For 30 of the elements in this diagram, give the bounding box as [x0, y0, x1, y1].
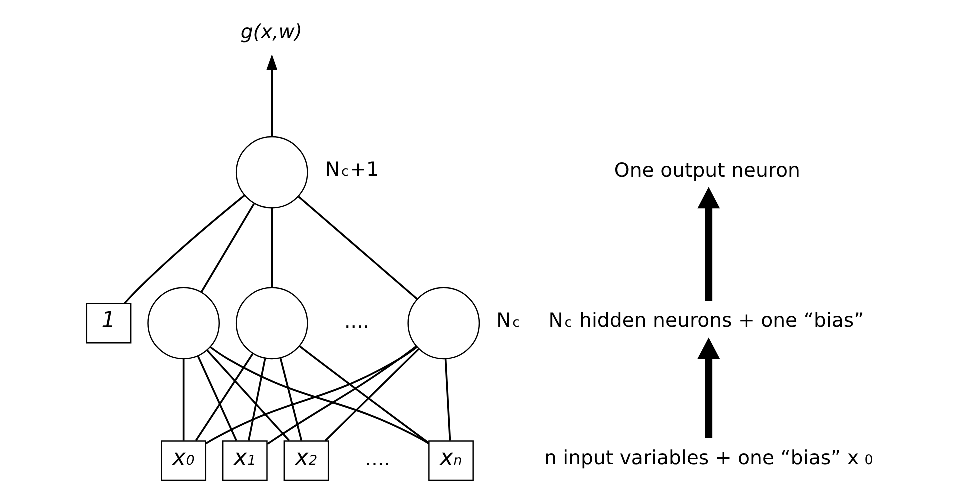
label: ....: [344, 310, 369, 334]
label: ....: [364, 448, 390, 471]
node-text: g(x,w): [240, 20, 302, 44]
connector: [266, 346, 417, 446]
node-circle: [235, 136, 308, 209]
connector: [196, 356, 237, 442]
arrow: [266, 54, 278, 137]
node-box: xn: [428, 440, 474, 482]
connector: [182, 359, 184, 441]
node-box: x1: [222, 440, 268, 482]
connector: [298, 196, 418, 300]
connector: [248, 358, 266, 442]
connector: [194, 353, 254, 442]
node-circle: [235, 287, 308, 360]
node-text: One output neuron: [614, 159, 800, 182]
connector: [324, 348, 420, 442]
connector: [298, 345, 429, 444]
node-circle: [407, 287, 480, 360]
connector: [124, 194, 245, 304]
node-circle: [147, 287, 220, 360]
arrow: [697, 187, 720, 302]
node-box: x2: [283, 440, 329, 482]
arrow: [697, 338, 720, 439]
node-box: x0: [160, 440, 206, 482]
connector: [279, 358, 302, 442]
connector: [200, 203, 254, 293]
connector: [444, 359, 451, 441]
node-box: 1: [86, 303, 132, 344]
connector: [270, 208, 273, 288]
connector: [206, 350, 290, 442]
